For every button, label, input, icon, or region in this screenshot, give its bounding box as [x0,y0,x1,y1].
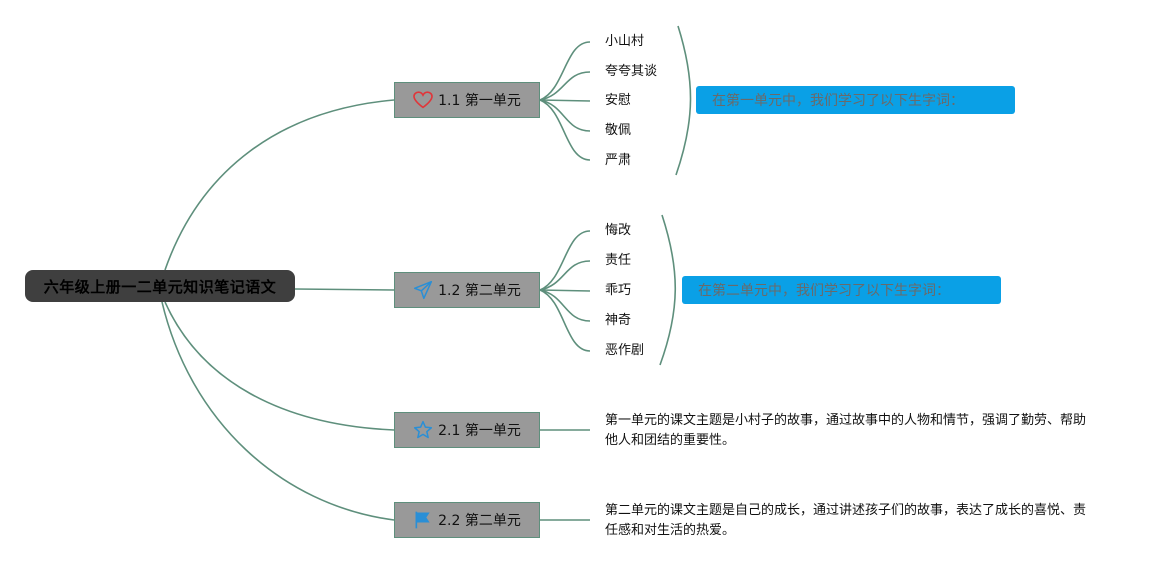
root-node[interactable]: 六年级上册一二单元知识笔记语文 [25,270,295,302]
connector-t2-leaf-5 [539,289,591,352]
connector-root-topic-2 [294,288,395,291]
topic-2-2[interactable]: 2.2 第二单元 [394,502,540,538]
description-2-2[interactable]: 第二单元的课文主题是自己的成长，通过讲述孩子们的故事，表达了成长的喜悦、责任感和… [605,503,1087,538]
leaf-word[interactable]: 责任 [605,253,632,268]
bracket-topic-1 [675,25,692,176]
connector-t1-leaf-5 [539,99,591,161]
topic-1-1[interactable]: 1.1 第一单元 [394,82,540,118]
connector-t2-leaf-3 [539,289,591,292]
topic-2-1[interactable]: 2.1 第一单元 [394,412,540,448]
root-label: 六年级上册一二单元知识笔记语文 [43,277,277,296]
connector-t1-leaf-4 [539,99,591,132]
connector-t1-leaf-3 [539,99,591,102]
callout-text: 在第一单元中，我们学习了以下生字词： [712,93,964,109]
leaf-word[interactable]: 安慰 [605,93,632,108]
connector-t2-leaf-2 [539,260,591,291]
description-2-1[interactable]: 第一单元的课文主题是小村子的故事，通过故事中的人物和情节，强调了勤劳、帮助他人和… [605,413,1087,448]
leaf-word[interactable]: 恶作剧 [605,343,645,358]
leaf-word[interactable]: 夸夸其谈 [605,64,658,79]
leaf-word[interactable]: 神奇 [605,313,632,328]
connector-t2-leaf-4 [539,289,591,322]
star-icon [413,420,433,440]
topic-label: 1.2 第二单元 [438,283,521,299]
connector-t2-leaf-1 [539,230,591,291]
connector-t1-leaf-1 [539,41,591,101]
callout-text: 在第二单元中，我们学习了以下生字词： [698,283,950,299]
heart-icon [413,90,433,110]
connector-root-topic-1 [164,99,395,271]
flag-icon [413,510,433,530]
summary-callout-1[interactable]: 在第一单元中，我们学习了以下生字词： [696,86,1015,114]
leaf-word[interactable]: 小山村 [605,34,645,49]
connector-root-topic-3 [164,301,395,431]
topic-label: 2.1 第一单元 [438,423,521,439]
leaf-word[interactable]: 敬佩 [605,123,632,138]
topic-label: 1.1 第一单元 [438,93,521,109]
paper-plane-icon [413,280,433,300]
topic-1-2[interactable]: 1.2 第二单元 [394,272,540,308]
connector-root-topic-4 [161,301,395,521]
leaf-word[interactable]: 悔改 [605,223,632,238]
leaf-word[interactable]: 乖巧 [605,283,632,298]
topic-label: 2.2 第二单元 [438,513,521,529]
summary-callout-2[interactable]: 在第二单元中，我们学习了以下生字词： [682,276,1001,304]
leaf-word[interactable]: 严肃 [605,153,632,168]
connector-t1-leaf-2 [539,71,591,101]
bracket-topic-2 [659,214,677,366]
